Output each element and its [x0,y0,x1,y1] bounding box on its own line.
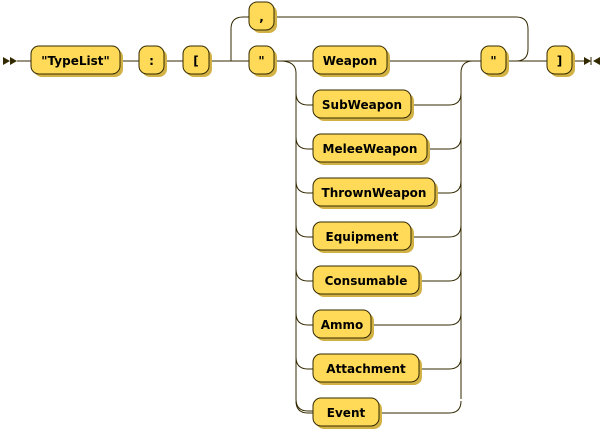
choice-connector-in [295,136,313,150]
choice-terminal: Consumable [295,265,462,297]
terminal-colon: : [138,45,167,77]
choice-terminal: MeleeWeapon [295,133,462,165]
choice-terminal-label: Consumable [325,274,408,288]
choice-terminal: SubWeapon [295,89,462,121]
choice-terminal: Event [295,397,462,429]
choice-terminal-box [312,309,372,339]
choice-terminal-label: Ammo [321,318,364,332]
choice-connector-in [295,312,313,326]
choice-terminal-box [312,89,412,119]
terminal-comma: , [248,1,277,33]
choice-terminal-box [312,353,420,383]
choice-terminal-box [312,177,436,207]
choice-terminal-label: Weapon [323,54,377,68]
choice-connector-out [411,224,462,238]
choice-terminal-label: Event [327,406,366,420]
choice-terminals: WeaponSubWeaponMeleeWeaponThrownWeaponEq… [295,45,473,429]
choice-connector-in [295,356,313,370]
terminal-close-bracket: ] [546,45,575,77]
choice-terminal-label: ThrownWeapon [322,186,427,200]
terminal-typelist-label: "TypeList" [41,54,109,68]
choice-terminal-label: Equipment [326,230,399,244]
choice-terminal-box [312,221,412,251]
choice-connector-out [427,136,462,150]
choice-connector-in [295,400,313,414]
terminal-open-bracket-label: [ [193,54,198,68]
choice-connector-in [295,180,313,194]
choice-terminal-box [312,265,420,295]
terminal-open-quote: " [248,45,277,77]
choice-terminal-label: Attachment [326,362,406,376]
choice-terminal-box [312,397,380,427]
sequence-terminals: "TypeList" : [ [30,45,212,77]
choice-terminal: Attachment [295,353,462,385]
end-marker [584,57,600,65]
choice-connector-out [419,356,462,370]
choice-connector-out [411,92,462,106]
choice-terminal-label: SubWeapon [322,98,402,112]
choice-terminal-label: MeleeWeapon [323,142,418,156]
choice-terminal: Equipment [295,221,462,253]
terminal-close-quote: " [480,45,509,77]
choice-connector-in [295,268,313,282]
terminal-comma-label: , [259,10,264,24]
choice-connector-out [379,400,462,414]
choice-connector-out [371,312,462,326]
terminal-typelist: "TypeList" [30,45,123,77]
terminal-open-bracket: [ [182,45,212,77]
choice-terminal: Ammo [295,309,462,341]
choice-connector-out [435,180,462,194]
terminal-colon-label: : [149,54,154,68]
choice-terminal-box [312,45,388,75]
terminal-open-quote-label: " [258,54,264,68]
terminal-close-quote-label: " [490,54,496,68]
choice-terminal: Weapon [312,45,473,77]
choice-connector-out [419,268,462,282]
choice-terminal: ThrownWeapon [295,177,462,209]
start-marker [3,57,17,65]
choice-connector-in [295,224,313,238]
choice-connector-in [295,92,313,106]
choice-terminal-box [312,133,428,163]
terminal-close-bracket-label: ] [557,54,562,68]
